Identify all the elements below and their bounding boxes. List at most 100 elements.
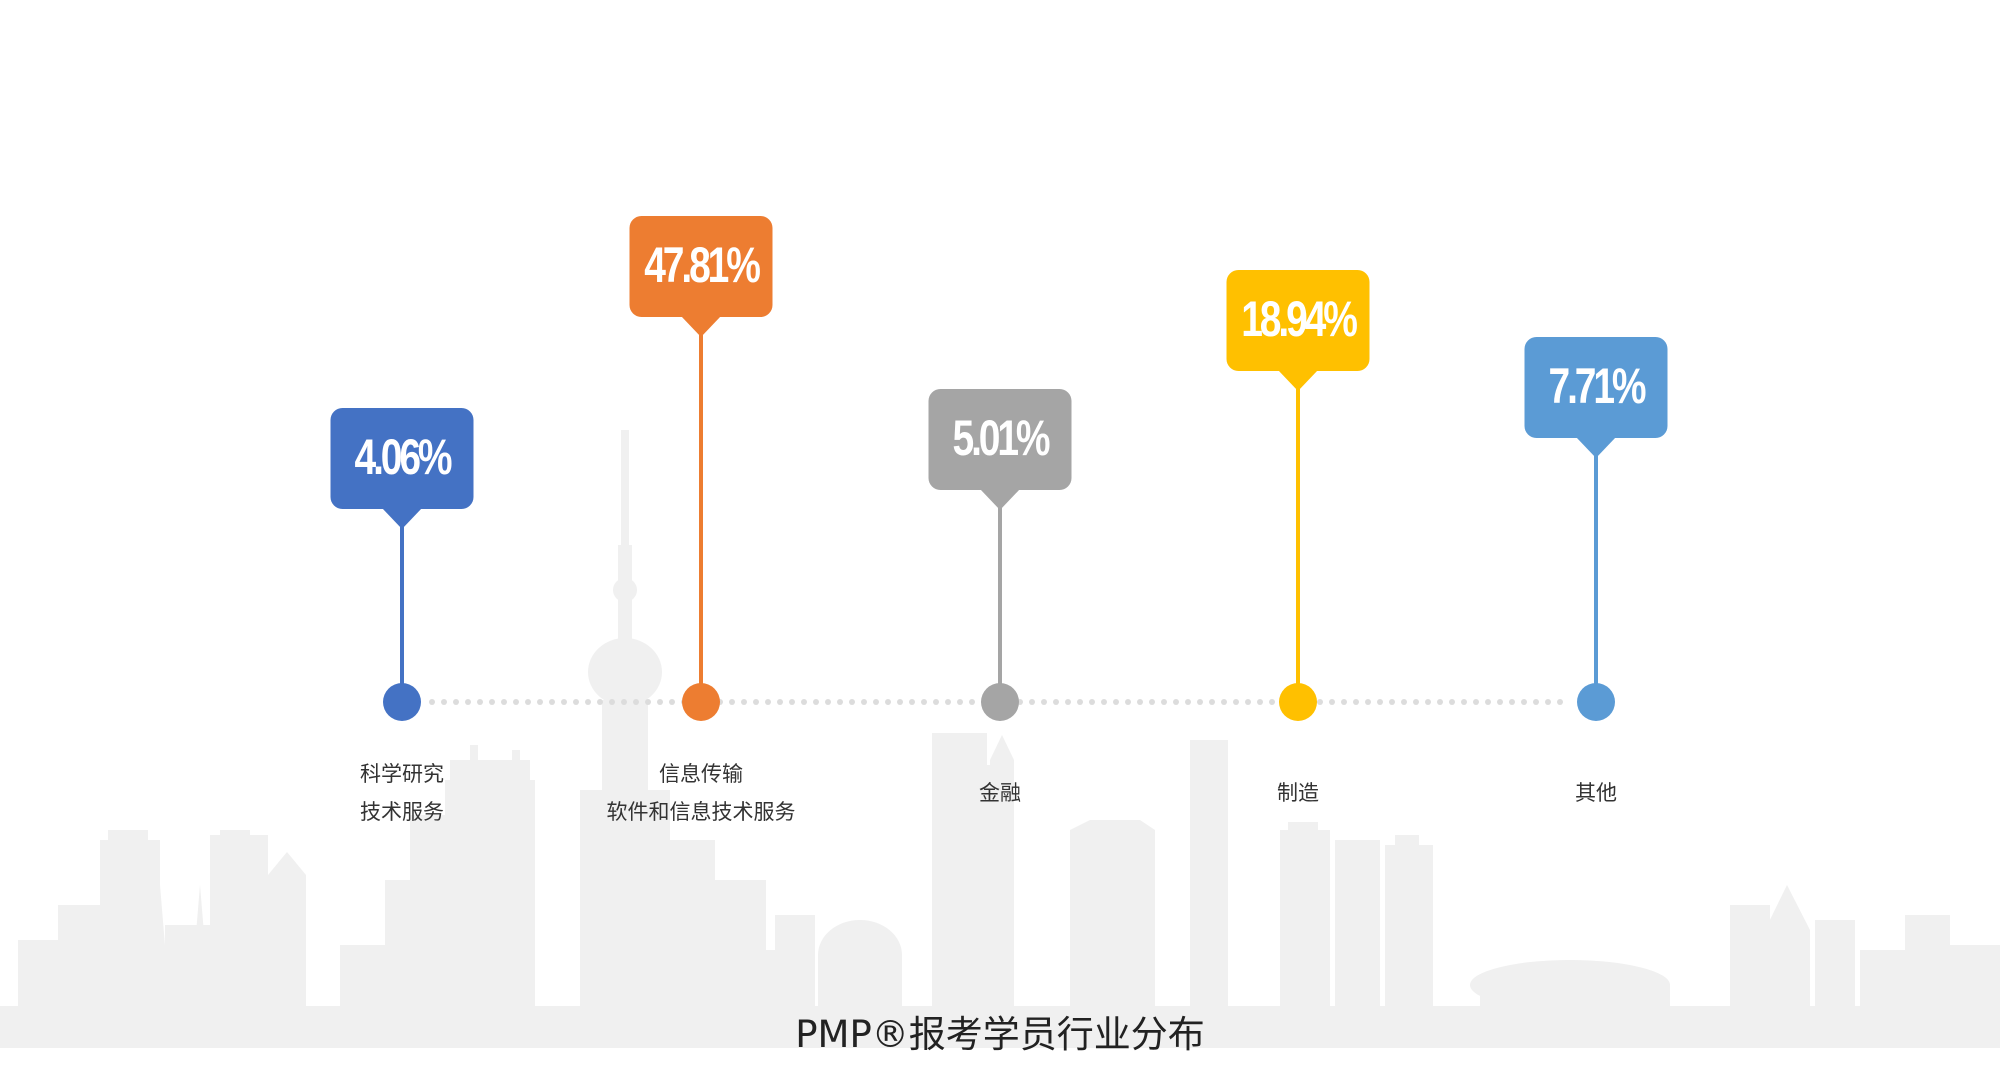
baseline-dot: [1509, 699, 1515, 705]
category-dot: [383, 683, 421, 721]
baseline-dot: [645, 699, 651, 705]
baseline-dot: [1425, 699, 1431, 705]
baseline-dot: [1089, 699, 1095, 705]
baseline-dot: [1317, 699, 1323, 705]
lollipop-mark: 4.06%: [330, 408, 474, 721]
lollipop-mark: 47.81%: [629, 216, 773, 721]
value-bubble: [928, 389, 1072, 490]
baseline-dot: [1113, 699, 1119, 705]
category-label: 制造: [1148, 774, 1448, 812]
category-dot: [682, 683, 720, 721]
baseline-dot: [801, 699, 807, 705]
baseline-dot: [933, 699, 939, 705]
value-bubble: [1226, 270, 1370, 371]
baseline-dot: [753, 699, 759, 705]
baseline-dot: [849, 699, 855, 705]
baseline-dot: [429, 699, 435, 705]
bubble-pointer: [681, 316, 721, 337]
baseline-dot: [1125, 699, 1131, 705]
bubble-pointer: [980, 489, 1020, 510]
category-label-line: 软件和信息技术服务: [606, 800, 796, 824]
value-bubble: [330, 408, 474, 509]
baseline-dot: [1041, 699, 1047, 705]
baseline-dot: [957, 699, 963, 705]
baseline-dot: [1101, 699, 1107, 705]
baseline-dot: [861, 699, 867, 705]
bubble-pointer: [1576, 437, 1616, 458]
category-dot: [1279, 683, 1317, 721]
baseline-dot: [1497, 699, 1503, 705]
baseline-dot: [1269, 699, 1275, 705]
baseline-dot: [573, 699, 579, 705]
baseline-dot: [945, 699, 951, 705]
baseline-dot: [513, 699, 519, 705]
value-bubble: [1524, 337, 1668, 438]
baseline-dot: [837, 699, 843, 705]
baseline-dot: [501, 699, 507, 705]
lollipop-mark: 18.94%: [1226, 270, 1370, 721]
chart-title: PMP®报考学员行业分布: [795, 1013, 1205, 1056]
baseline-dot: [741, 699, 747, 705]
baseline-dot: [1221, 699, 1227, 705]
baseline-dot: [789, 699, 795, 705]
baseline-dot: [1521, 699, 1527, 705]
baseline-dot: [669, 699, 675, 705]
baseline-dot: [1341, 699, 1347, 705]
category-label-line: 金融: [979, 781, 1021, 805]
baseline-dot: [441, 699, 447, 705]
baseline-dot: [897, 699, 903, 705]
baseline-dot: [633, 699, 639, 705]
baseline-dot: [777, 699, 783, 705]
baseline-dot: [1257, 699, 1263, 705]
baseline-dot: [1485, 699, 1491, 705]
baseline-dot: [1533, 699, 1539, 705]
baseline-dot: [1473, 699, 1479, 705]
baseline-dot: [657, 699, 663, 705]
baseline-dot: [1209, 699, 1215, 705]
baseline-dot: [1437, 699, 1443, 705]
baseline-dot: [729, 699, 735, 705]
baseline-dot: [1449, 699, 1455, 705]
baseline-dot: [549, 699, 555, 705]
baseline-dot: [1329, 699, 1335, 705]
baseline-dot: [453, 699, 459, 705]
baseline-dot: [1353, 699, 1359, 705]
category-label-line: 其他: [1575, 781, 1617, 805]
baseline-dot: [1161, 699, 1167, 705]
category-label: 信息传输软件和信息技术服务: [551, 755, 851, 831]
baseline-dot: [873, 699, 879, 705]
baseline-dot: [477, 699, 483, 705]
baseline-dot: [921, 699, 927, 705]
baseline-dot: [825, 699, 831, 705]
baseline-dot: [465, 699, 471, 705]
baseline-dot: [969, 699, 975, 705]
baseline-dot: [597, 699, 603, 705]
baseline-dot: [1185, 699, 1191, 705]
baseline-dot: [609, 699, 615, 705]
value-label: 18.94%: [1241, 290, 1357, 347]
baseline-dot: [525, 699, 531, 705]
baseline-dot: [1557, 699, 1563, 705]
baseline-dot: [1053, 699, 1059, 705]
category-label-line: 信息传输: [659, 762, 743, 786]
baseline-dot: [1077, 699, 1083, 705]
baseline-dot: [885, 699, 891, 705]
value-label: 4.06%: [355, 428, 452, 485]
baseline-dot: [1413, 699, 1419, 705]
baseline-dot: [1365, 699, 1371, 705]
baseline-dot: [1173, 699, 1179, 705]
category-label-line: 技术服务: [360, 800, 444, 824]
baseline-dot: [489, 699, 495, 705]
baseline-dot: [1137, 699, 1143, 705]
bubble-pointer: [382, 508, 422, 529]
category-label: 科学研究技术服务: [252, 755, 552, 831]
baseline-dot: [1233, 699, 1239, 705]
baseline-dot: [585, 699, 591, 705]
category-label-line: 制造: [1277, 781, 1319, 805]
category-label-line: 科学研究: [360, 762, 444, 786]
baseline-dot: [1389, 699, 1395, 705]
value-bubble: [629, 216, 773, 317]
value-label: 5.01%: [953, 409, 1050, 466]
